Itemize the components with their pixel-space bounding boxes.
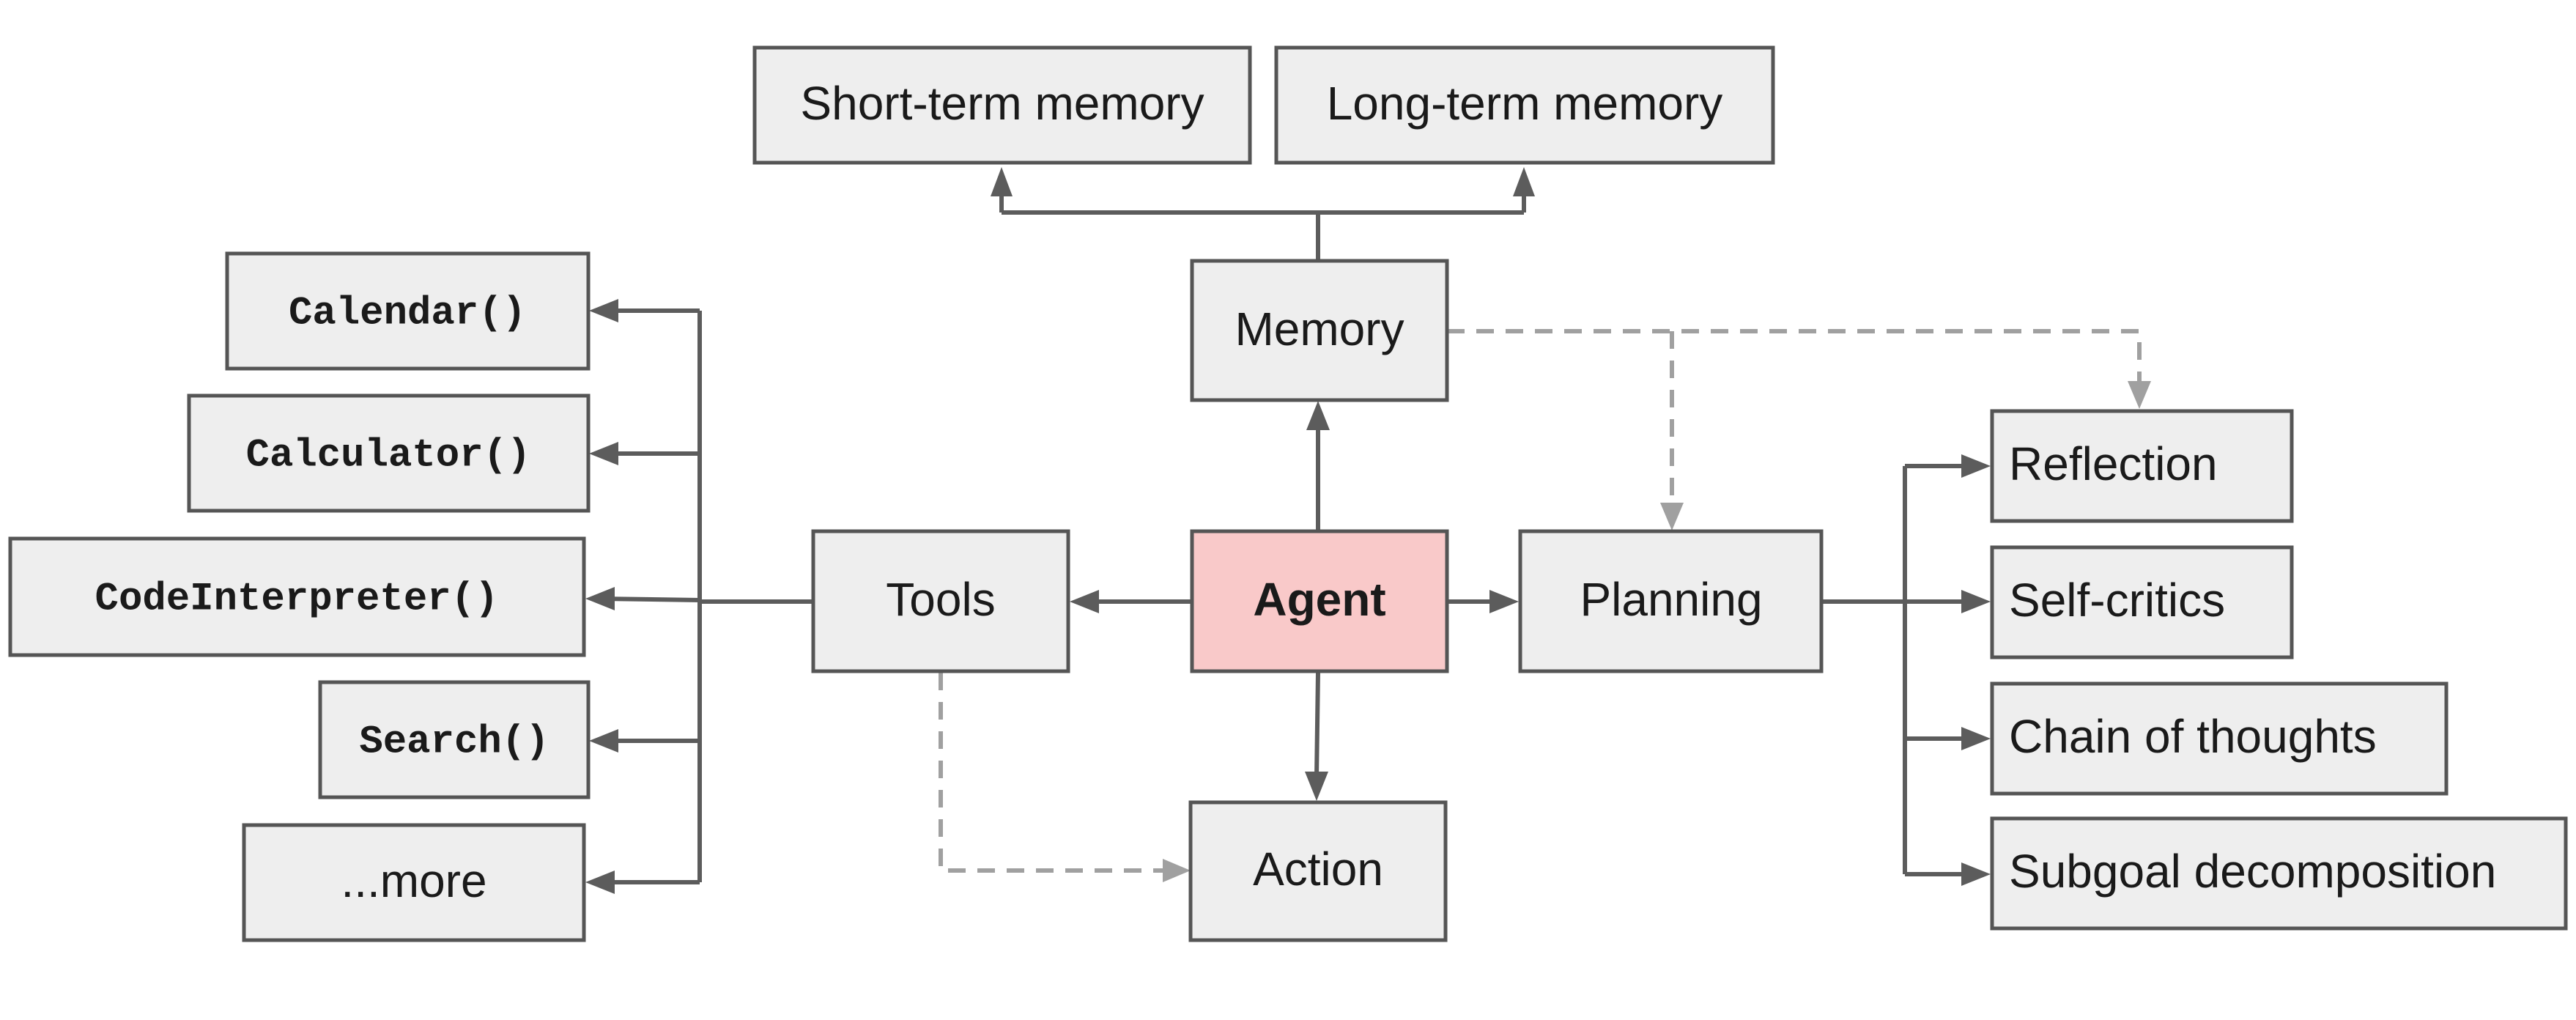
node-memory: Memory <box>1190 259 1449 402</box>
node-label: Calculator() <box>246 433 531 478</box>
arrowhead-short-term <box>991 167 1013 196</box>
arrowhead-chain-of-thoughts <box>1961 727 1991 750</box>
arrowhead-dashed-reflection <box>2128 381 2151 409</box>
node-label: Calendar() <box>289 291 526 336</box>
edge-agent-to-action <box>1314 672 1320 777</box>
arrowhead-calendar <box>589 299 618 322</box>
node-reflection: Reflection <box>1990 409 2294 523</box>
node-self-critics: Self-critics <box>1990 545 2294 659</box>
edge-memory-dashed-bus <box>1447 329 2142 388</box>
arrowhead-calculator <box>589 442 618 465</box>
arrowhead-action <box>1305 772 1328 801</box>
node-more: ...more <box>242 823 586 942</box>
node-code-interpreter: CodeInterpreter() <box>8 536 586 657</box>
node-calculator: Calculator() <box>187 393 591 513</box>
solid-connectors <box>599 196 1977 884</box>
edge-tools-to-code-interpreter <box>599 596 700 602</box>
node-label: Agent <box>1253 573 1385 626</box>
node-agent: Agent <box>1190 529 1449 673</box>
edge-tools-to-action-dashed <box>939 673 1169 873</box>
node-label: Action <box>1253 843 1383 895</box>
node-calendar: Calendar() <box>225 251 591 371</box>
node-planning: Planning <box>1518 529 1824 673</box>
node-tools: Tools <box>811 529 1070 673</box>
node-label: Planning <box>1580 573 1762 626</box>
arrowhead-more <box>585 871 615 894</box>
solid-arrowheads <box>585 167 1991 894</box>
node-search: Search() <box>318 680 591 799</box>
node-label: Tools <box>886 573 995 626</box>
arrowhead-memory <box>1306 401 1330 430</box>
node-subgoal-decomposition: Subgoal decomposition <box>1990 816 2568 931</box>
node-label: Search() <box>359 720 549 764</box>
node-label: Chain of thoughts <box>2009 710 2377 763</box>
node-label: Self-critics <box>2009 574 2225 627</box>
node-label: Memory <box>1235 303 1404 355</box>
node-short-term-memory: Short-term memory <box>752 45 1252 165</box>
node-label: Short-term memory <box>800 77 1204 130</box>
node-chain-of-thoughts: Chain of thoughts <box>1990 681 2449 796</box>
dashed-connectors <box>939 329 2142 873</box>
node-label: Reflection <box>2009 437 2218 490</box>
arrowhead-self-critics <box>1961 590 1991 613</box>
node-action: Action <box>1188 800 1448 942</box>
node-label: Subgoal decomposition <box>2009 845 2496 898</box>
arrowhead-dashed-planning <box>1660 503 1684 531</box>
arrowhead-search <box>589 729 618 753</box>
arrowhead-long-term <box>1513 167 1535 196</box>
node-label: CodeInterpreter() <box>95 577 499 621</box>
node-label: Long-term memory <box>1327 77 1723 130</box>
node-long-term-memory: Long-term memory <box>1274 45 1775 165</box>
node-label: ...more <box>341 854 486 907</box>
dashed-arrowheads <box>1163 381 2151 882</box>
arrowhead-dashed-action <box>1163 859 1191 882</box>
arrowhead-reflection <box>1961 454 1991 478</box>
arrowhead-code-interpreter <box>585 587 615 610</box>
arrowhead-tools <box>1070 590 1099 613</box>
arrowhead-planning <box>1489 590 1519 613</box>
arrowhead-subgoal <box>1961 862 1991 886</box>
